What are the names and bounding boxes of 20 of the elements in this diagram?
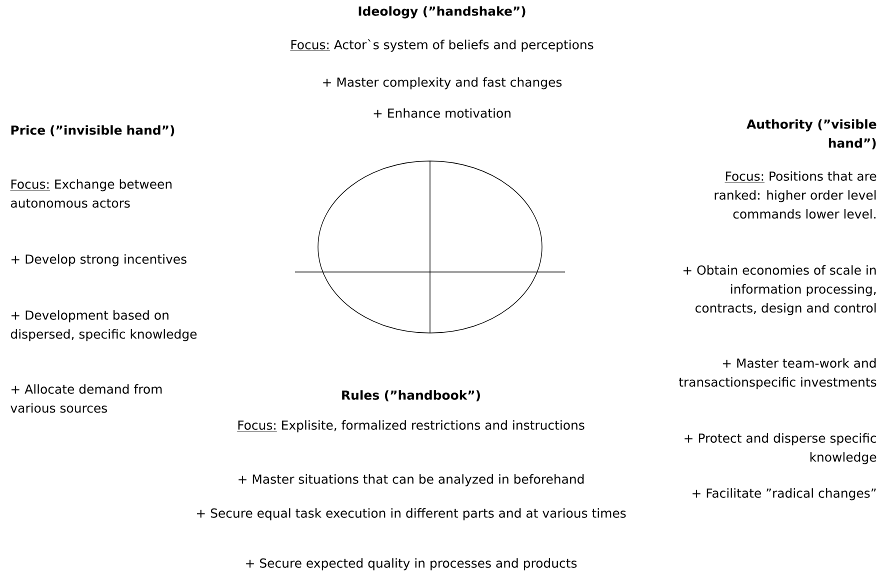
bullet-text: + Develop strong incentives — [12, 254, 186, 266]
focus-text: Focus: Exchange between autonomous actors — [10, 179, 172, 208]
bullet-text: + Secure expected quality in processes and products — [246, 558, 577, 570]
bullet-text: + Allocate demand from various sources — [10, 384, 162, 413]
bullet-text: + Master team-work and transactionspecific investments — [678, 358, 876, 390]
heading: Authority (”visible hand”) — [746, 119, 876, 150]
focus-text: Focus: Positions that are ranked: higher order level commands lower level. — [714, 171, 876, 219]
heading: Price (”invisible hand”) — [11, 125, 174, 136]
focus-text: Focus: Actor`s system of beliefs and perceptions — [290, 39, 594, 52]
heading: Ideology (”handshake”) — [358, 6, 526, 18]
bullet-text: + Obtain economies of scale in information processing, contracts, design and control — [684, 265, 876, 316]
bullet-text: + Master complexity and fast changes — [323, 77, 562, 90]
bullet-text: + Enhance motivation — [374, 108, 510, 118]
heading: Rules (”handbook”) — [342, 390, 480, 402]
bullet-text: + Facilitate ”radical changes” — [692, 488, 876, 500]
bullet-text: + Development based on dispersed, specific knowledge — [10, 310, 197, 342]
focus-text: Focus: Explisite, formalized restrictions and instructions — [236, 420, 584, 432]
bullet-text: + Master situations that can be analyzed in beforehand — [238, 474, 584, 486]
bullet-text: + Secure equal task execution in different parts and at various times — [196, 508, 626, 520]
bullet-text: + Protect and disperse specific knowledge — [684, 433, 876, 464]
